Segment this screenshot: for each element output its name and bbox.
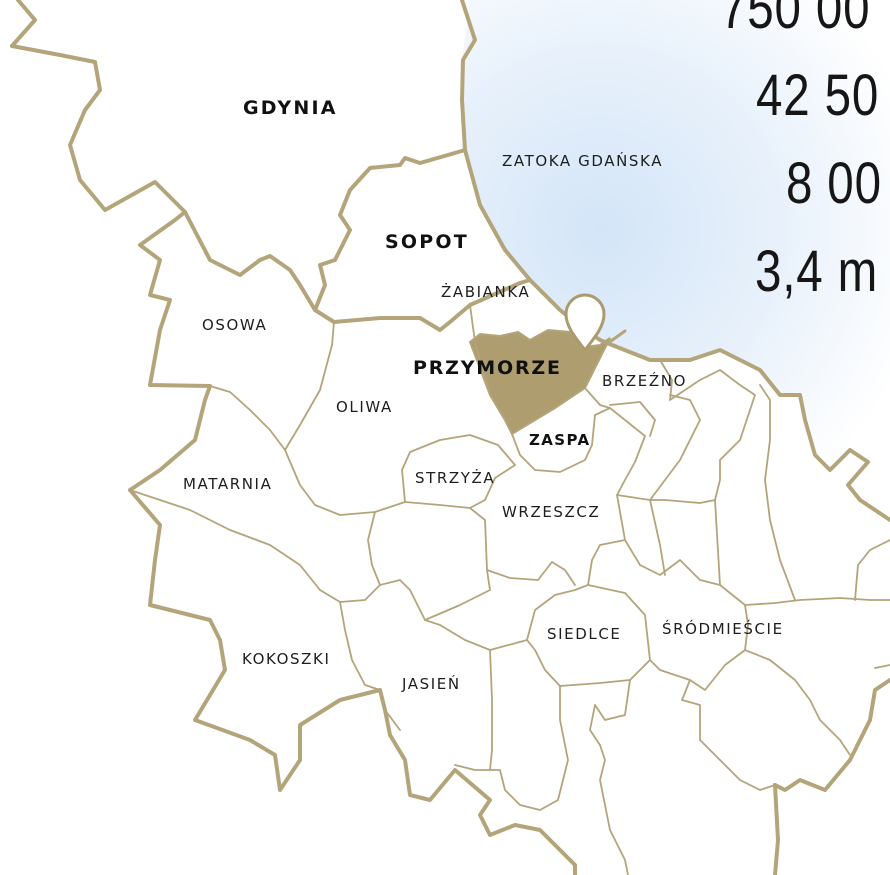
district-label-oliwa[interactable]: OLIWA: [336, 398, 393, 416]
district-label-kokoszki[interactable]: KOKOSZKI: [242, 650, 331, 668]
city-boundary: [10, 0, 890, 875]
stat-value-1: 750 00: [720, 0, 871, 41]
city-label-gdynia[interactable]: GDYNIA: [243, 97, 338, 119]
city-label-sopot[interactable]: SOPOT: [385, 231, 469, 253]
stat-value-4: 3,4 m: [755, 239, 879, 304]
district-label-jasien[interactable]: JASIEŃ: [402, 675, 461, 693]
stat-value-3: 8 00: [786, 151, 882, 216]
district-label-siedlce[interactable]: SIEDLCE: [547, 625, 622, 643]
district-label-zaspa[interactable]: ZASPA: [529, 431, 591, 449]
map-pin-icon[interactable]: [564, 293, 627, 352]
district-label-strzyza[interactable]: STRZYŻA: [415, 469, 496, 487]
district-label-wrzeszcz[interactable]: WRZESZCZ: [502, 503, 601, 521]
stat-value-2: 42 50: [756, 63, 880, 128]
district-label-brzezno[interactable]: BRZEŹNO: [602, 372, 687, 390]
sea-area: [462, 0, 890, 540]
district-label-srodmiescie[interactable]: ŚRÓDMIEŚCIE: [662, 620, 784, 638]
district-label-przymorze[interactable]: PRZYMORZE: [413, 357, 562, 379]
district-label-zabianka[interactable]: ŻABIANKA: [441, 283, 531, 301]
district-label-osowa[interactable]: OSOWA: [202, 316, 268, 334]
sea-label: ZATOKA GDAŃSKA: [502, 152, 664, 170]
district-label-matarnia[interactable]: MATARNIA: [183, 475, 273, 493]
